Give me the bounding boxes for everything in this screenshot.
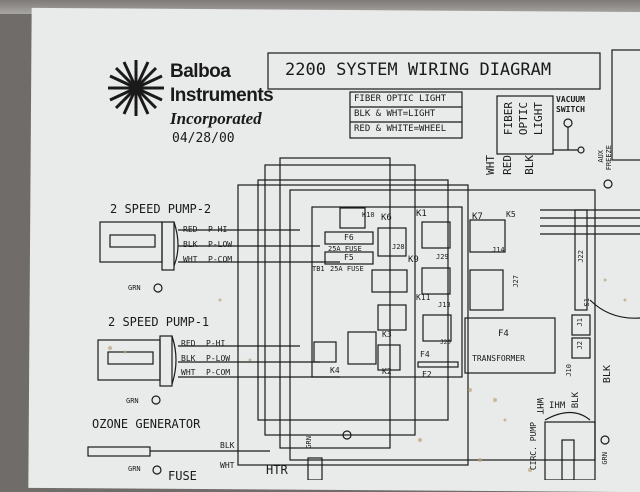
transformer-box — [464, 317, 556, 374]
wire-label-wht: WHT — [484, 155, 497, 175]
pump-1-wire: RED — [181, 339, 196, 348]
transformer-code: F4 — [498, 329, 509, 339]
ozone-wire-wht: WHT — [220, 461, 235, 470]
legend-row: RED & WHITE=WHEEL — [354, 124, 447, 134]
legend-row: BLK & WHT=LIGHT — [354, 109, 436, 119]
heater-label: HTR — [266, 463, 288, 477]
jumper-j29: J29 — [436, 253, 449, 261]
fuse-f6: F6 — [344, 233, 354, 242]
jumper-j2: J2 — [576, 341, 584, 350]
relay-k2: K2 — [382, 367, 392, 376]
pump-2-wire: RED — [183, 225, 198, 234]
pump-2-wire: BLK — [183, 240, 198, 249]
diagram-date: 04/28/00 — [172, 131, 235, 146]
fuse-f6-rating: 25A FUSE — [328, 245, 362, 253]
pump-1-wire: WHT — [181, 368, 196, 377]
circ-pump-ground: GRN — [601, 452, 609, 465]
pump-1-ground: GRN — [126, 397, 139, 405]
fiber-optic-label: LIGHT — [532, 102, 545, 136]
wire-label-red: RED — [501, 155, 514, 175]
company-name-line1: Balboa — [170, 61, 231, 82]
legend-row: FIBER OPTIC LIGHT — [354, 94, 447, 104]
jumper-j14: J14 — [492, 246, 505, 254]
jumper-j28: J28 — [392, 243, 405, 251]
aux-freeze-label: AUX — [597, 150, 605, 163]
ozone-wire-blk: BLK — [220, 441, 235, 450]
relay-k3: K3 — [382, 330, 392, 339]
relay-k1: K1 — [416, 209, 427, 219]
company-name-line3: Incorporated — [170, 109, 262, 128]
relay-k11: K11 — [416, 293, 431, 302]
fuse-f2: F2 — [422, 370, 432, 379]
heater-ground: GRN — [305, 436, 313, 449]
pump-2-wire: WHT — [183, 255, 198, 264]
fuse-f5-rating: 25A FUSE — [330, 265, 364, 273]
transformer-label: TRANSFORMER — [472, 354, 525, 363]
jumper-j20: J20 — [440, 339, 451, 346]
fiber-optic-label: OPTIC — [517, 102, 530, 136]
jumper-j22: J22 — [577, 250, 585, 263]
fuse-f4: F4 — [420, 350, 430, 359]
vacuum-switch-label: VACUUM — [556, 95, 585, 104]
fuse-f5: F5 — [344, 253, 354, 262]
pump-2-title: 2 SPEED PUMP-2 — [110, 202, 212, 216]
company-name-line2: Instruments — [170, 85, 274, 106]
pump-1-title: 2 SPEED PUMP-1 — [108, 315, 210, 329]
jumper-j13: J13 — [438, 301, 451, 309]
relay-k5: K5 — [506, 210, 516, 219]
circ-pump-wire-wht: WHT — [534, 398, 544, 415]
wire-label-blk: BLK — [523, 155, 536, 175]
pump-1-wire: P-HI — [206, 339, 226, 348]
terminal-block-tb1: TB1 — [312, 265, 325, 273]
relay-k7: K7 — [472, 212, 483, 222]
right-wire-blk: BLK — [602, 365, 613, 384]
aux-freeze-label: FREEZE — [605, 145, 613, 171]
title-box — [267, 52, 601, 90]
jumper-j10: J10 — [565, 364, 573, 377]
fiber-optic-label: FIBER — [502, 102, 515, 136]
pump-2-wire: P-LOW — [208, 240, 233, 249]
balboa-logo-sunburst — [108, 60, 164, 116]
ozone-ground: GRN — [128, 465, 141, 473]
wiring-lines — [87, 49, 640, 480]
switch-s1: S1 — [583, 298, 591, 307]
jumper-j1: J1 — [576, 318, 584, 327]
ihm-label: IHM — [549, 401, 566, 411]
diagram-title: 2200 SYSTEM WIRING DIAGRAM — [285, 60, 552, 80]
circ-pump-label: CIRC. PUMP — [529, 422, 538, 471]
circ-pump-wire-blk: BLK — [571, 392, 581, 409]
fiber-optic-box — [496, 95, 554, 155]
ozone-generator-title: OZONE GENERATOR — [92, 417, 201, 431]
pump-1-wire: P-COM — [206, 368, 231, 377]
pump-2-wire: P-COM — [208, 255, 233, 264]
relay-k9: K9 — [408, 255, 419, 265]
legend-box — [349, 91, 463, 139]
pump-1-wire: BLK — [181, 354, 196, 363]
pump-2-wire: P-HI — [208, 225, 228, 234]
vacuum-switch-label: SWITCH — [556, 105, 585, 114]
control-board — [311, 206, 463, 378]
pump-1-wire: P-LOW — [206, 354, 231, 363]
relay-k10: K10 — [362, 211, 375, 219]
pump-2-ground: GRN — [128, 284, 141, 292]
relay-k6: K6 — [381, 213, 392, 223]
relay-k4: K4 — [330, 366, 340, 375]
ozone-fuse-label: FUSE — [168, 469, 197, 483]
jumper-j27: J27 — [512, 275, 520, 288]
